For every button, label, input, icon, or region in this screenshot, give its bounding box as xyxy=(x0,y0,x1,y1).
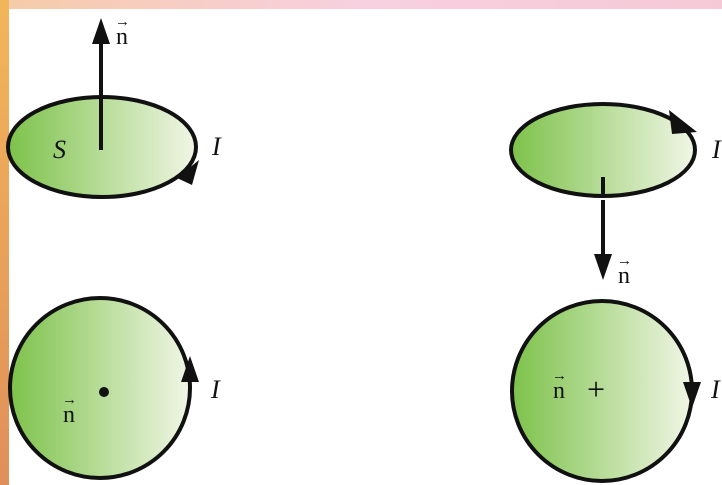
svg-text:n: n xyxy=(63,402,75,428)
svg-text:n: n xyxy=(553,378,565,404)
loop-bottom-left-normal-label: n → xyxy=(62,392,77,428)
loop-top-left-area-label: S xyxy=(53,135,66,164)
loop-top-left-current-arrowhead xyxy=(177,160,199,185)
out-of-page-dot-icon xyxy=(99,387,109,397)
vector-arrow-icon: → xyxy=(552,368,567,384)
loop-top-left-normal-arrowhead xyxy=(92,18,110,44)
loop-top-right: I n → xyxy=(509,102,722,289)
loop-top-right-normal-arrowhead xyxy=(594,254,612,280)
loop-top-left-normal-label: n → xyxy=(115,14,130,50)
frame-top-edge xyxy=(0,0,722,9)
loop-top-right-current-label: I xyxy=(711,135,722,164)
loop-bottom-left-current-label: I xyxy=(210,375,221,404)
loop-bottom-left: I n → xyxy=(8,296,221,480)
vector-arrow-icon: → xyxy=(617,253,632,269)
loop-bottom-right-current-arrowhead xyxy=(683,382,701,408)
loop-top-left-current-label: I xyxy=(211,132,222,161)
vector-arrow-icon: → xyxy=(62,392,77,408)
loop-bottom-right-normal-label: n → xyxy=(552,368,567,404)
loop-bottom-right-current-label: I xyxy=(710,375,721,404)
svg-text:n: n xyxy=(116,24,128,50)
loop-bottom-left-disk xyxy=(8,296,192,480)
frame-left-edge xyxy=(0,0,9,485)
loop-top-right-current-arrowhead xyxy=(669,110,697,134)
into-page-cross-icon: + xyxy=(587,371,605,407)
vector-arrow-icon: → xyxy=(115,14,130,30)
loop-bottom-right: + I n → xyxy=(510,299,721,483)
loop-top-right-normal-label: n → xyxy=(617,253,632,289)
svg-text:n: n xyxy=(618,263,630,289)
loop-top-left: S I n → xyxy=(6,14,222,199)
loop-bottom-left-current-arrowhead xyxy=(181,356,199,382)
